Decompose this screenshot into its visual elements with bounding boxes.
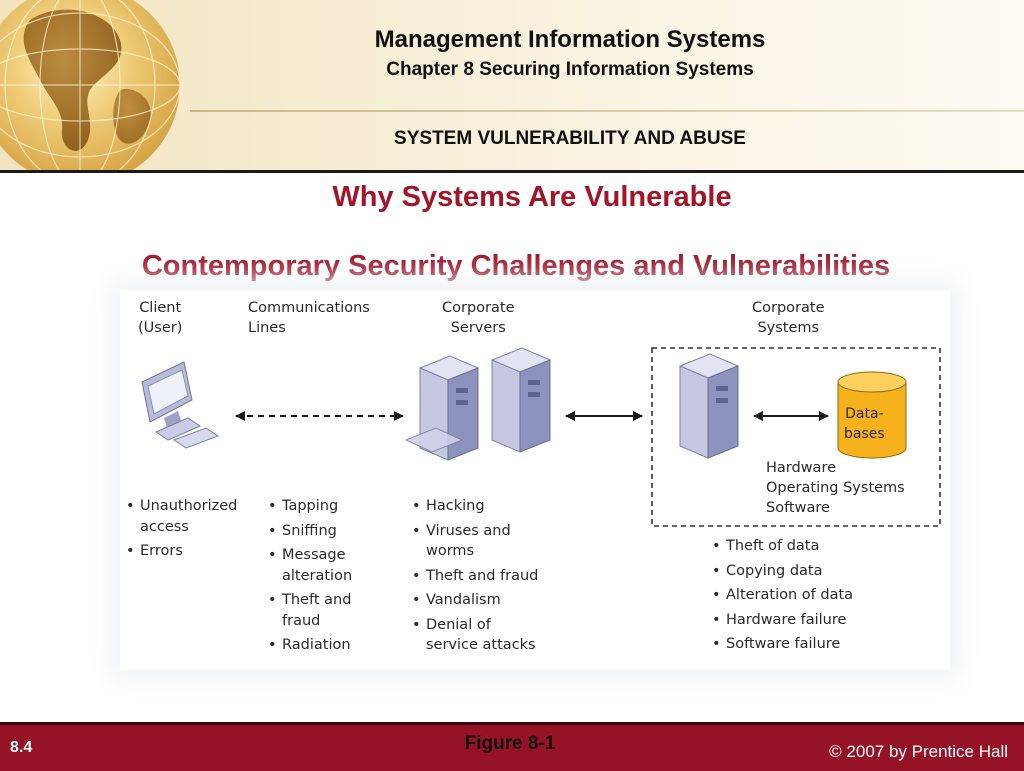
header-divider (190, 110, 1024, 112)
database-icon (837, 371, 907, 459)
list-item: Tapping (268, 496, 352, 517)
slide-title: Why Systems Are Vulnerable (332, 181, 732, 213)
systems-vulnerabilities-list: Theft of data Copying data Alteration of… (712, 536, 853, 659)
database-label: Data- bases (844, 406, 885, 442)
slide-header: Management Information Systems Chapter 8… (0, 0, 1024, 170)
list-item: Errors (126, 541, 237, 562)
list-item: Radiation (268, 635, 352, 656)
chapter-title: Chapter 8 Securing Information Systems (386, 59, 754, 80)
server-icon (678, 353, 740, 459)
slide-subtitle: Contemporary Security Challenges and Vul… (141, 250, 891, 282)
slide-number: 8.4 (10, 739, 33, 756)
header-rule (0, 170, 1024, 173)
list-item: Sniffing (268, 521, 352, 542)
list-item: Alteration of data (712, 585, 853, 606)
communications-heading: Communications Lines (248, 300, 370, 336)
server-icon (490, 347, 552, 453)
client-heading: Client (User) (138, 300, 183, 336)
list-item: Theft of data (712, 536, 853, 557)
server-icon (404, 355, 480, 461)
diagram-canvas (141, 347, 941, 527)
list-item: Hardware failure (712, 610, 853, 631)
list-item: Theft and fraud (412, 566, 538, 587)
course-title: Management Information Systems (374, 26, 766, 53)
list-item: Copying data (712, 561, 853, 582)
list-item: Hacking (412, 496, 538, 517)
corporate-systems-box (651, 347, 941, 527)
figure-label: Figure 8-1 (464, 733, 556, 754)
list-item: Software failure (712, 634, 853, 655)
copyright-notice: © 2007 by Prentice Hall (829, 742, 1008, 761)
list-item: Vandalism (412, 590, 538, 611)
servers-heading: Corporate Servers (442, 300, 515, 336)
globe-logo (0, 0, 181, 170)
systems-heading: Corporate Systems (752, 300, 825, 336)
slide-footer: 8.4 Figure 8-1 © 2007 by Prentice Hall (0, 722, 1024, 771)
client-computer-icon (141, 361, 220, 449)
section-title: SYSTEM VULNERABILITY AND ABUSE (394, 128, 746, 149)
systems-components: Hardware Operating Systems Software (766, 460, 905, 516)
vulnerability-diagram: Client (User) Communications Lines Corpo… (120, 290, 950, 670)
